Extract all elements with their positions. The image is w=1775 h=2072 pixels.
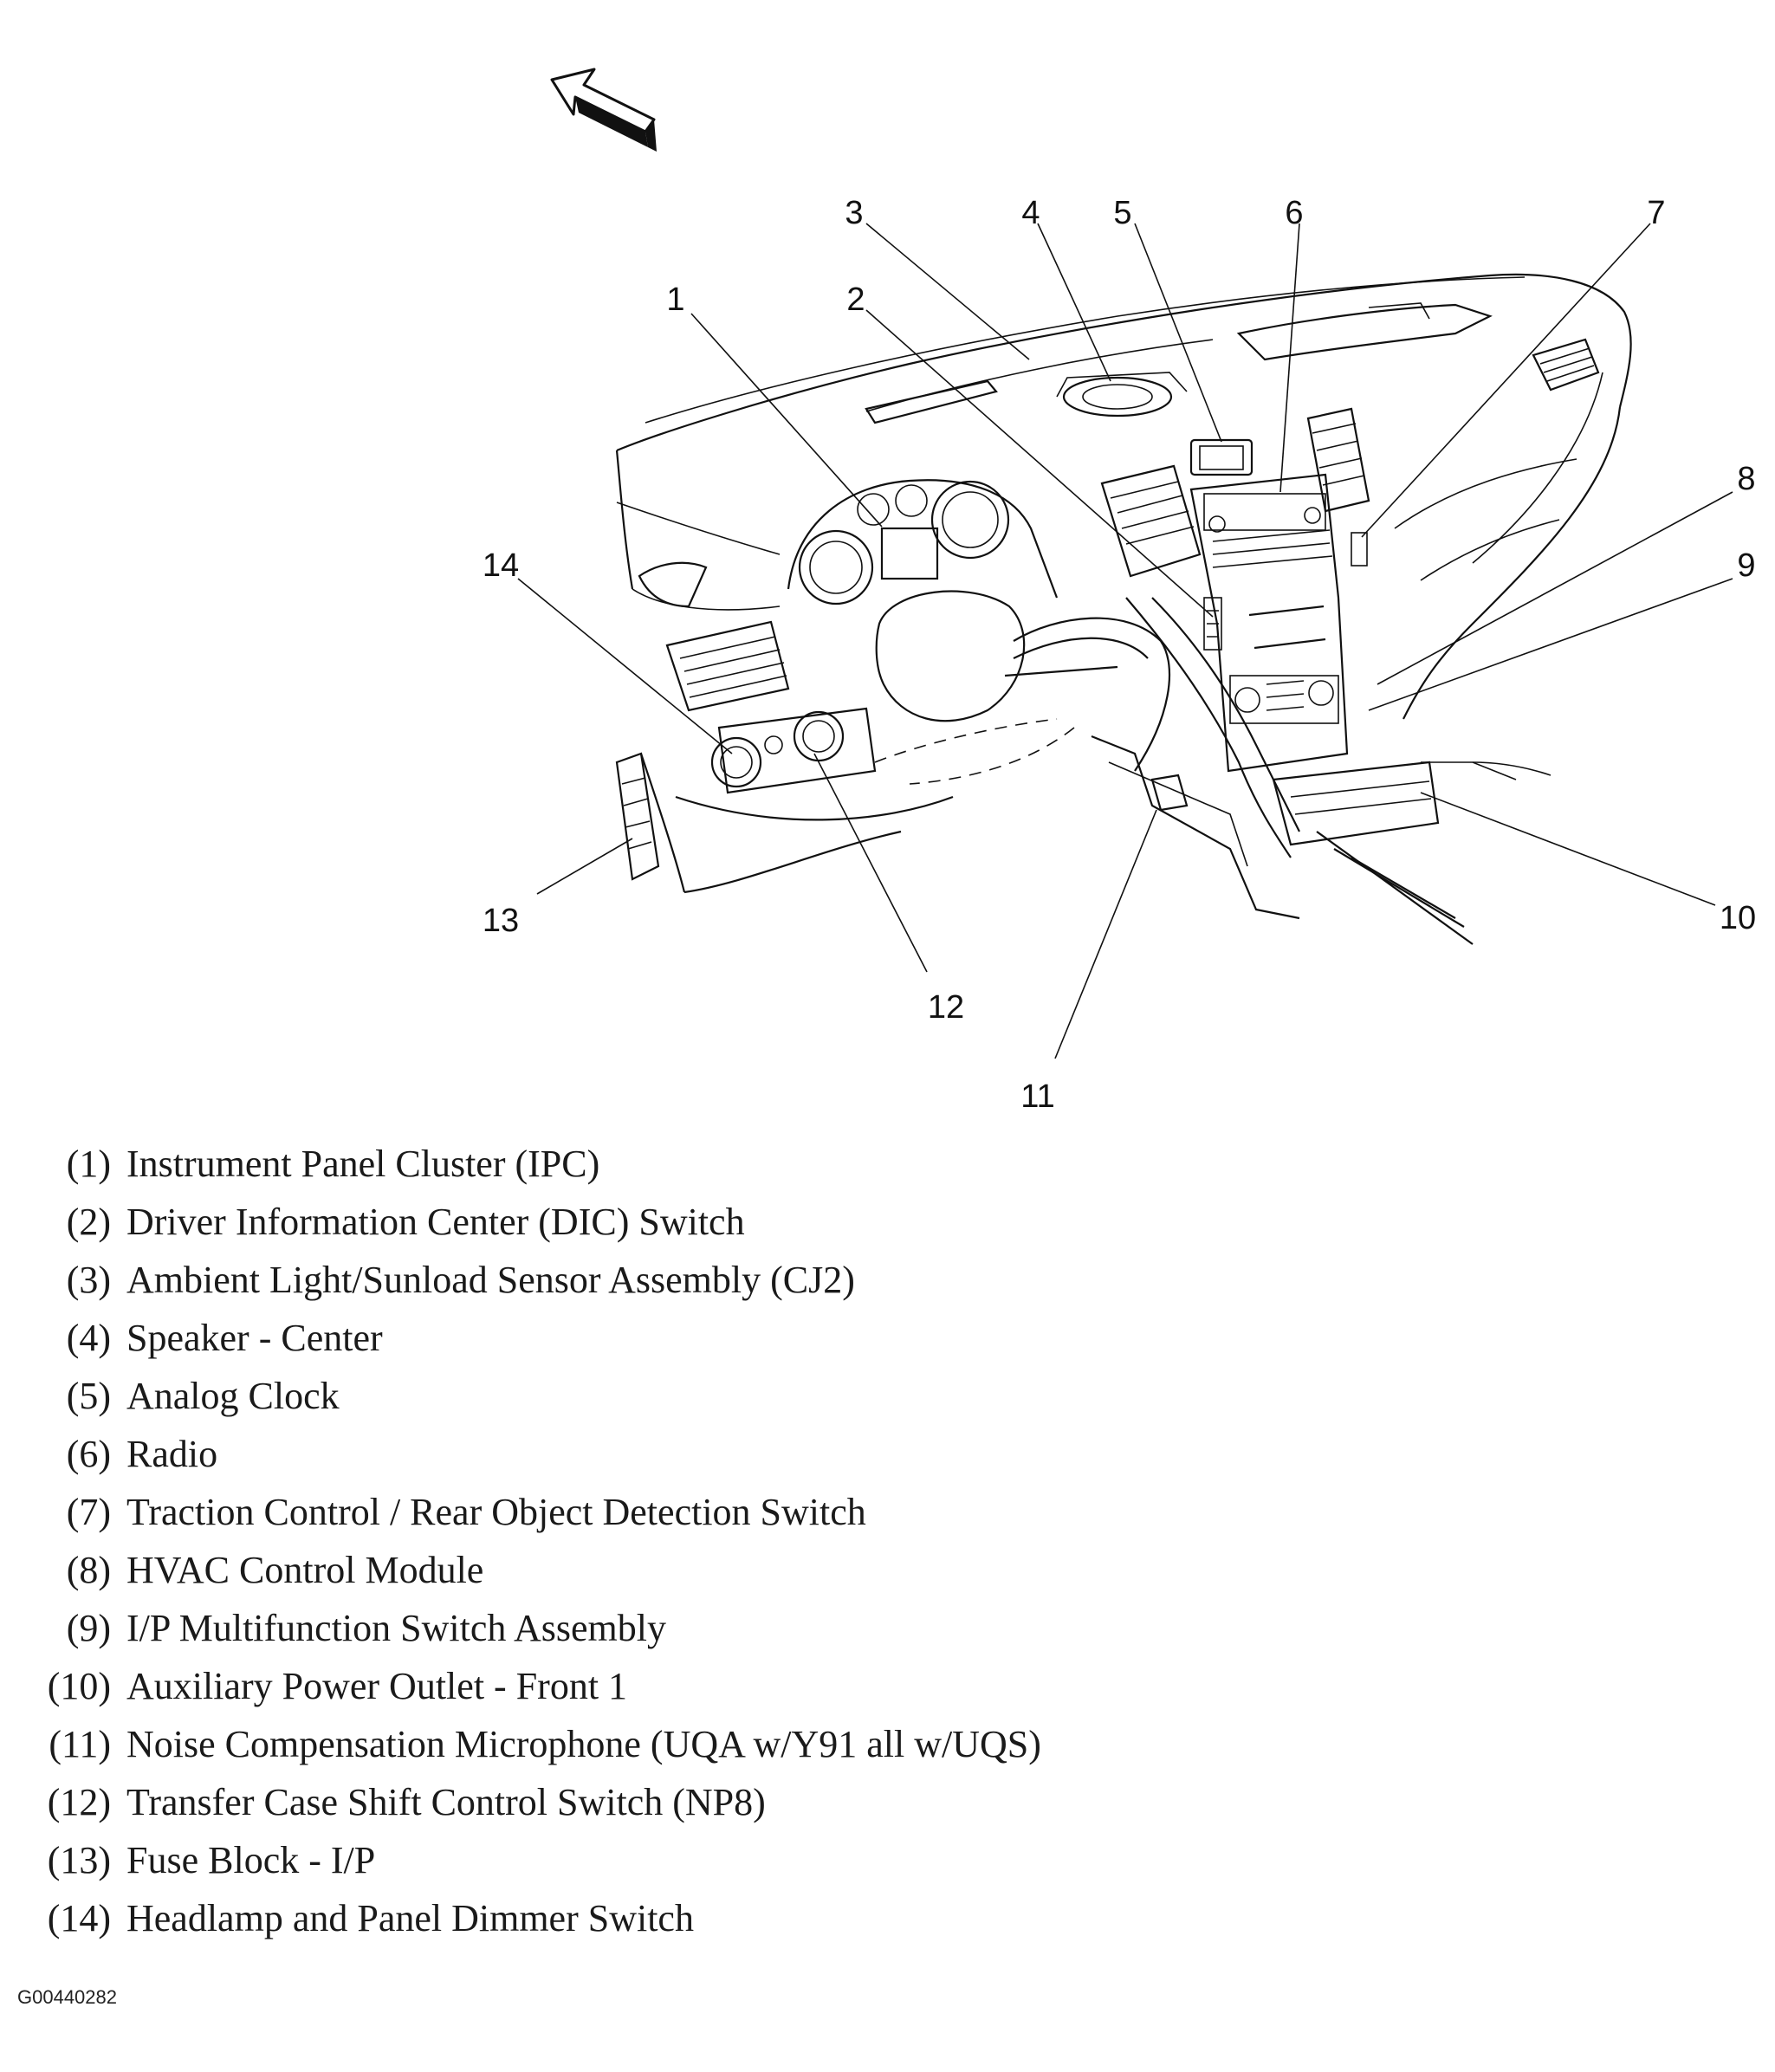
- forward-direction-arrow-icon: [550, 68, 657, 152]
- legend-label: Radio: [126, 1433, 218, 1475]
- callout-number-8: 8: [1737, 461, 1755, 497]
- callout-number-4: 4: [1021, 195, 1040, 231]
- legend-item-1: (1) Instrument Panel Cluster (IPC): [28, 1135, 1327, 1193]
- figure-id: G00440282: [17, 1986, 117, 2008]
- callout-number-10: 10: [1720, 900, 1756, 936]
- legend-item-3: (3) Ambient Light/Sunload Sensor Assembl…: [28, 1251, 1327, 1309]
- legend-number: (9): [66, 1607, 111, 1649]
- legend-number: (3): [66, 1259, 111, 1301]
- callout-number-1: 1: [666, 282, 684, 318]
- legend-item-11: (11) Noise Compensation Microphone (UQA …: [28, 1715, 1327, 1773]
- callout-number-14: 14: [483, 547, 519, 584]
- legend-item-5: (5) Analog Clock: [28, 1367, 1327, 1425]
- legend-number: (5): [66, 1375, 111, 1417]
- legend-item-13: (13) Fuse Block - I/P: [28, 1831, 1327, 1889]
- callout-number-7: 7: [1647, 195, 1665, 231]
- legend-label: Traction Control / Rear Object Detection…: [126, 1491, 866, 1533]
- legend-number: (13): [47, 1839, 111, 1881]
- legend-number: (4): [66, 1317, 111, 1359]
- legend-label: Fuse Block - I/P: [126, 1839, 376, 1881]
- legend-number: (12): [47, 1781, 111, 1823]
- callout-number-2: 2: [846, 282, 865, 318]
- legend-item-9: (9) I/P Multifunction Switch Assembly: [28, 1599, 1327, 1657]
- legend-number: (14): [47, 1897, 111, 1939]
- legend-item-6: (6) Radio: [28, 1425, 1327, 1483]
- legend-item-7: (7) Traction Control / Rear Object Detec…: [28, 1483, 1327, 1541]
- legend-label: Headlamp and Panel Dimmer Switch: [126, 1897, 694, 1939]
- legend-label: HVAC Control Module: [126, 1549, 484, 1591]
- legend-item-2: (2) Driver Information Center (DIC) Swit…: [28, 1193, 1327, 1251]
- instrument-panel-diagram: 1 2 3 4 5 6 7 8 9 10 11 12 13 14: [483, 68, 1756, 1115]
- legend-number: (1): [66, 1143, 111, 1185]
- legend-label: Analog Clock: [126, 1375, 340, 1417]
- legend-number: (8): [66, 1549, 111, 1591]
- legend-label: Transfer Case Shift Control Switch (NP8): [126, 1781, 766, 1823]
- legend-label: I/P Multifunction Switch Assembly: [126, 1607, 666, 1649]
- callout-number-9: 9: [1737, 547, 1755, 584]
- legend-label: Driver Information Center (DIC) Switch: [126, 1201, 745, 1243]
- legend-number: (6): [66, 1433, 111, 1475]
- callout-number-12: 12: [928, 989, 964, 1026]
- legend-item-8: (8) HVAC Control Module: [28, 1541, 1327, 1599]
- leader-lines: [517, 223, 1733, 1059]
- legend-label: Instrument Panel Cluster (IPC): [126, 1143, 600, 1185]
- component-legend: (1) Instrument Panel Cluster (IPC) (2) D…: [28, 1135, 1327, 1947]
- legend-number: (7): [66, 1491, 111, 1533]
- legend-label: Noise Compensation Microphone (UQA w/Y91…: [126, 1723, 1041, 1765]
- legend-item-12: (12) Transfer Case Shift Control Switch …: [28, 1773, 1327, 1831]
- legend-label: Speaker - Center: [126, 1317, 383, 1359]
- callout-number-11: 11: [1020, 1078, 1054, 1115]
- legend-number: (2): [66, 1201, 111, 1243]
- legend-label: Auxiliary Power Outlet - Front 1: [126, 1665, 628, 1707]
- callout-number-3: 3: [845, 195, 863, 231]
- legend-number: (11): [49, 1723, 111, 1765]
- callout-number-13: 13: [483, 903, 519, 939]
- legend-item-14: (14) Headlamp and Panel Dimmer Switch: [28, 1889, 1327, 1947]
- legend-item-10: (10) Auxiliary Power Outlet - Front 1: [28, 1657, 1327, 1715]
- callout-number-6: 6: [1285, 195, 1303, 231]
- callout-number-5: 5: [1113, 195, 1131, 231]
- legend-label: Ambient Light/Sunload Sensor Assembly (C…: [126, 1259, 855, 1301]
- legend-number: (10): [47, 1665, 111, 1707]
- legend-item-4: (4) Speaker - Center: [28, 1309, 1327, 1367]
- dashboard-illustration: [615, 273, 1632, 945]
